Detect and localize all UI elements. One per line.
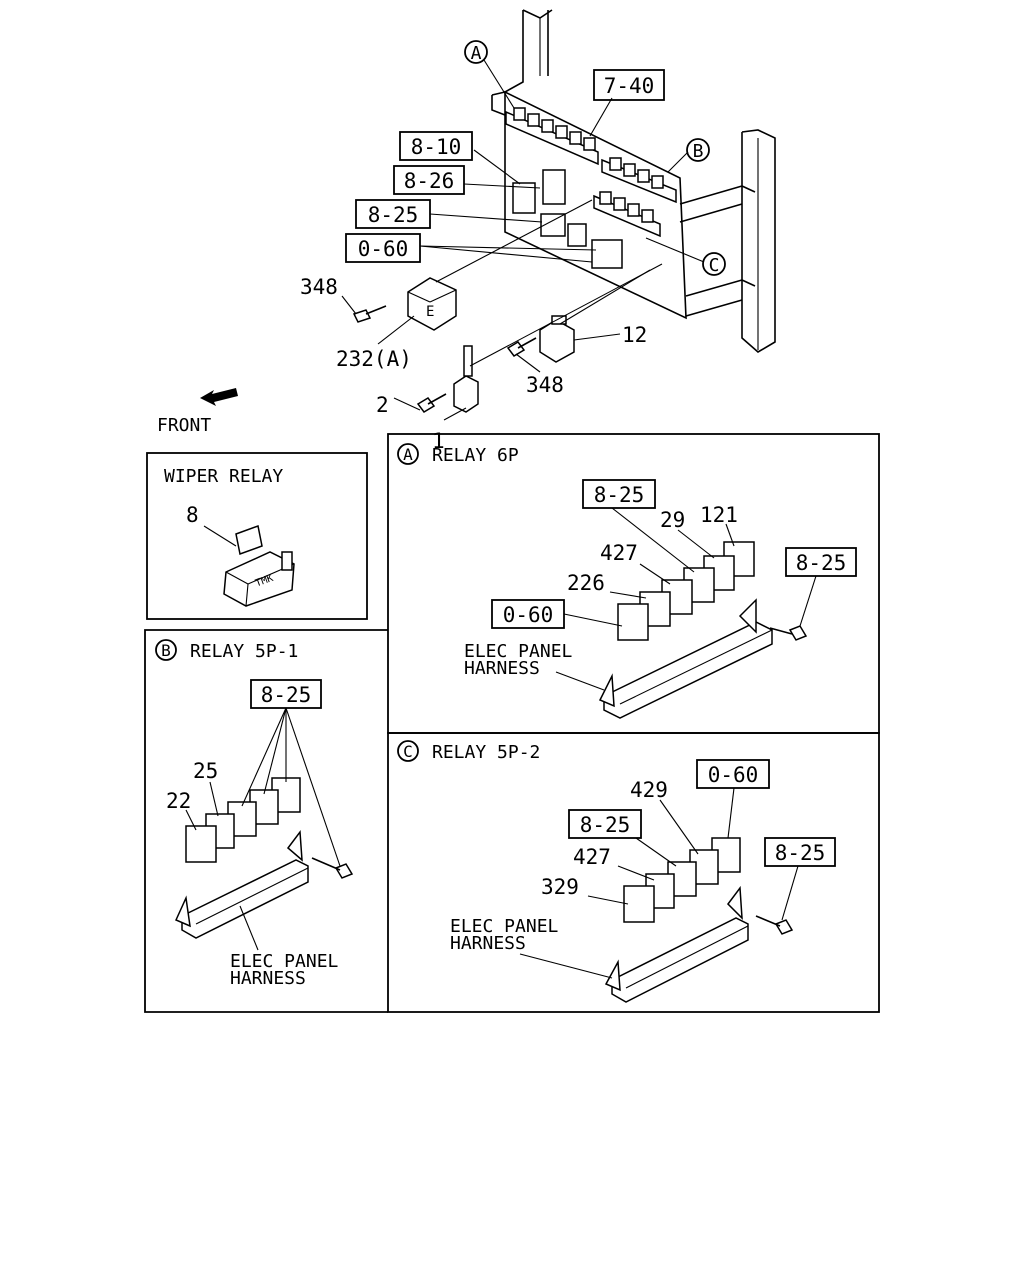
- part-8: 8: [186, 503, 199, 527]
- relay-strip-a: [505, 107, 599, 166]
- callout-b: B: [693, 141, 704, 162]
- part-12: 12: [622, 323, 647, 347]
- panel-b-ref: B: [161, 641, 171, 660]
- ref-box-8-25: [355, 199, 431, 229]
- part-348-left: 348: [300, 275, 338, 299]
- part-22: 22: [166, 789, 191, 813]
- harness-bracket-6p: [598, 598, 773, 719]
- part-329: 329: [541, 875, 579, 899]
- callout-a: A: [471, 43, 482, 64]
- bolt-348-right: [506, 337, 537, 357]
- bolt-6p: [769, 625, 808, 641]
- part-427-a: 427: [600, 541, 638, 565]
- wiper-relay-title: WIPER RELAY: [164, 466, 283, 487]
- panel-b-title: RELAY 5P-1: [190, 641, 298, 662]
- front-label: FRONT: [157, 415, 211, 436]
- electrical-panel-board: [504, 90, 687, 320]
- relays-6p: [617, 541, 755, 641]
- panel-c-harness-line1: ELEC PANEL: [450, 916, 559, 937]
- harness-bracket-5p-1: [175, 829, 309, 939]
- callout-b-circle: [686, 138, 710, 162]
- relays-5p-2: [623, 837, 741, 923]
- relay-232a-stamp: E: [426, 304, 434, 320]
- relays-5p-1: [185, 777, 301, 863]
- part-232a: 232(A): [336, 347, 412, 371]
- component-8-26: [542, 169, 566, 205]
- panel-c-ref-8-25-mid: 8-25: [580, 813, 631, 837]
- component-small-relay: [567, 223, 587, 247]
- bolt-5p-1: [311, 857, 354, 879]
- panel-a-box-right: [785, 547, 857, 577]
- main-assembly: E: [157, 9, 776, 453]
- callout-c: C: [709, 255, 720, 276]
- panel-b-harness-line1: ELEC PANEL: [230, 951, 339, 972]
- relay-5p-2-panel: [387, 732, 880, 1013]
- panel-a-ref-8-25-right: 8-25: [796, 551, 847, 575]
- relay-5p-2-section: C RELAY 5P-2 0-60 8-25 8-25 429 427 329 …: [397, 740, 836, 1003]
- part-29: 29: [660, 508, 685, 532]
- panel-c-ref-8-25-right: 8-25: [775, 841, 826, 865]
- panel-a-title: RELAY 6P: [432, 445, 519, 466]
- relay-1: [453, 345, 479, 413]
- wiper-relay-part: TMK: [223, 524, 295, 607]
- ref-8-26: 8-26: [404, 169, 455, 193]
- component-0-60: [591, 239, 623, 269]
- part-348-right: 348: [526, 373, 564, 397]
- panel-a-ref-circle: [397, 443, 419, 465]
- front-arrow-icon: [200, 388, 238, 406]
- relay-strip-b: [601, 157, 677, 204]
- panel-c-box-mid: [568, 809, 642, 839]
- ref-box-0-60: [345, 233, 421, 263]
- relay-232a: E: [407, 277, 457, 331]
- wiper-relay-section: WIPER RELAY 8 TMK: [164, 466, 295, 607]
- panel-a-box-top: [582, 479, 656, 509]
- component-8-25: [540, 213, 566, 237]
- part-429: 429: [630, 778, 668, 802]
- part-25: 25: [193, 759, 218, 783]
- ref-8-25: 8-25: [368, 203, 419, 227]
- panel-c-ref: C: [403, 742, 413, 761]
- relay-5p-1-section: B RELAY 5P-1 8-25 25 22 ELEC PANEL HARNE…: [155, 639, 354, 989]
- panel-c-title: RELAY 5P-2: [432, 742, 540, 763]
- bolt-348-left: [352, 305, 387, 323]
- panel-a-harness-line1: ELEC PANEL: [464, 641, 573, 662]
- harness-bracket-5p-2: [604, 885, 749, 1003]
- component-8-10: [512, 182, 536, 214]
- part-226: 226: [567, 571, 605, 595]
- right-frame-member: [679, 129, 776, 353]
- panel-a-ref-8-25-top: 8-25: [594, 483, 645, 507]
- ref-box-8-10: [399, 131, 473, 161]
- relay-12: [539, 315, 575, 363]
- panel-c-ref-0-60: 0-60: [708, 763, 759, 787]
- ref-box-8-26: [393, 165, 465, 195]
- part-2: 2: [376, 393, 389, 417]
- part-1: 1: [432, 429, 445, 453]
- panel-a-ref-0-60: 0-60: [503, 603, 554, 627]
- ref-0-60: 0-60: [358, 237, 409, 261]
- callout-c-circle: [702, 252, 726, 276]
- panel-b-ref-8-25: 8-25: [261, 683, 312, 707]
- part-427-c: 427: [573, 845, 611, 869]
- bolt-2: [416, 393, 447, 413]
- panel-a-harness-line2: HARNESS: [464, 658, 540, 679]
- panel-c-ref-circle: [397, 740, 419, 762]
- ref-8-10: 8-10: [411, 135, 462, 159]
- wiper-relay-panel: [146, 452, 368, 620]
- ref-box-7-40: [593, 69, 665, 101]
- panel-a-ref: A: [403, 445, 413, 464]
- bolt-5p-2: [755, 915, 794, 935]
- panel-c-box-right: [764, 837, 836, 867]
- panel-c-harness-line2: HARNESS: [450, 933, 526, 954]
- panel-c-box-060: [696, 759, 770, 789]
- ref-7-40: 7-40: [604, 74, 655, 98]
- relay-6p-section: A RELAY 6P 8-25 8-25 0-60 29 121: [397, 443, 857, 719]
- panel-b-ref-circle: [155, 639, 177, 661]
- relay-5p-1-panel: [144, 629, 388, 1013]
- panel-b-harness-line2: HARNESS: [230, 968, 306, 989]
- left-frame-member: [504, 9, 553, 93]
- relay-strip-c: [593, 191, 661, 238]
- part-121: 121: [700, 503, 738, 527]
- callout-a-circle: [464, 40, 488, 64]
